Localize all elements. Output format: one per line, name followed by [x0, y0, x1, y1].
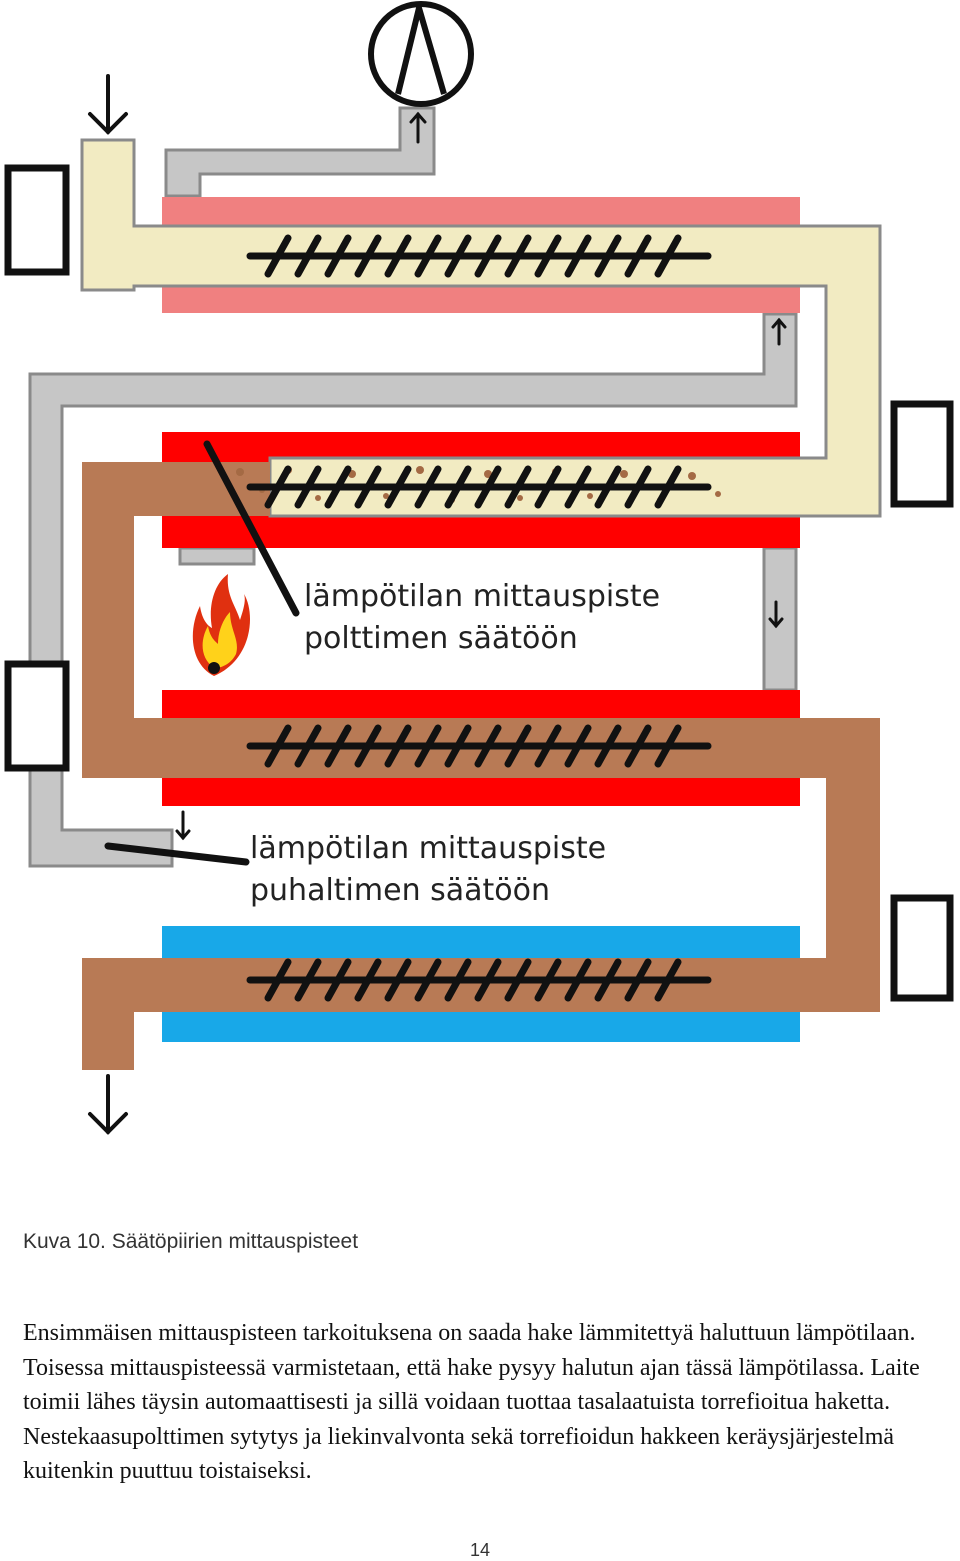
auger-flight [654, 465, 682, 509]
arrow-down-icon [175, 810, 191, 841]
torrefied-chip-channel [82, 462, 880, 1070]
auger-flight [444, 465, 472, 509]
auger-flight [594, 724, 622, 768]
gas-duct [28, 106, 798, 868]
auger-flight [354, 724, 382, 768]
auger-flight [294, 465, 322, 509]
auger-flight [564, 724, 592, 768]
auger-flight [534, 234, 562, 278]
body-paragraph: Ensimmäisen mittauspisteen tarkoituksena… [23, 1320, 920, 1484]
auger-flight [624, 465, 652, 509]
auger-flight [534, 958, 562, 1002]
torrefaction-diagram: lämpötilan mittauspiste polttimen säätöö… [4, 1, 954, 1135]
auger-flight [384, 465, 412, 509]
auger-flight [474, 958, 502, 1002]
auger-flight [444, 234, 472, 278]
auger-flight [414, 234, 442, 278]
auger-flight [624, 724, 652, 768]
auger-flight [444, 958, 472, 1002]
figure-caption: Kuva 10. Säätöpiirien mittauspisteet [23, 1230, 359, 1253]
auger-flight [354, 234, 382, 278]
auger-flight [414, 465, 442, 509]
auger-flight [504, 234, 532, 278]
auger-flight [324, 958, 352, 1002]
auger-flight [354, 958, 382, 1002]
auger-flight [564, 234, 592, 278]
auger-flight [504, 465, 532, 509]
motor-icon [368, 1, 474, 107]
flame-icon [192, 574, 251, 676]
auger-flight [564, 958, 592, 1002]
auger-flight [294, 234, 322, 278]
auger-flight [654, 958, 682, 1002]
arrow-down-icon [88, 74, 128, 135]
auger-screws [246, 234, 712, 1002]
auger-flight [654, 724, 682, 768]
auger-flight [384, 724, 412, 768]
auger-flight [414, 958, 442, 1002]
arrow-down-icon [768, 600, 784, 629]
auger-flight [594, 234, 622, 278]
auger-flight [264, 724, 292, 768]
auger-flight [564, 465, 592, 509]
page-number: 14 [469, 1540, 491, 1560]
auger-flight [324, 724, 352, 768]
auger-flight [384, 234, 412, 278]
auger-flight [324, 234, 352, 278]
auger-flight [474, 724, 502, 768]
arrow-up-icon [771, 317, 787, 346]
auger-flight [624, 958, 652, 1002]
auger-flight [534, 724, 562, 768]
auger-flight [294, 724, 322, 768]
control-box [4, 164, 954, 1002]
auger-flight [624, 234, 652, 278]
auger-flight [294, 958, 322, 1002]
arrow-up-icon [409, 111, 427, 144]
fan-label-line1: lämpötilan mittauspiste [250, 831, 606, 866]
auger-flight [504, 724, 532, 768]
auger-flight [474, 234, 502, 278]
burner-probe [203, 440, 300, 617]
auger-flight [264, 465, 292, 509]
burner-label-line2: polttimen säätöön [304, 621, 578, 656]
auger-flight [654, 234, 682, 278]
fan-probe [104, 842, 250, 866]
flow-arrows [88, 74, 787, 1135]
auger-flight [504, 958, 532, 1002]
raw-chip-channel [80, 138, 882, 518]
auger-flight [534, 465, 562, 509]
auger-flight [474, 465, 502, 509]
auger-flight [384, 958, 412, 1002]
arrow-down-icon [88, 1074, 128, 1135]
auger-flight [354, 465, 382, 509]
fan-label-line2: puhaltimen säätöön [250, 873, 550, 908]
auger-flight [594, 958, 622, 1002]
auger-flight [324, 465, 352, 509]
auger-flight [414, 724, 442, 768]
auger-flight [264, 958, 292, 1002]
burner-label-line1: lämpötilan mittauspiste [304, 579, 660, 614]
auger-flight [264, 234, 292, 278]
auger-flight [594, 465, 622, 509]
auger-flight [444, 724, 472, 768]
